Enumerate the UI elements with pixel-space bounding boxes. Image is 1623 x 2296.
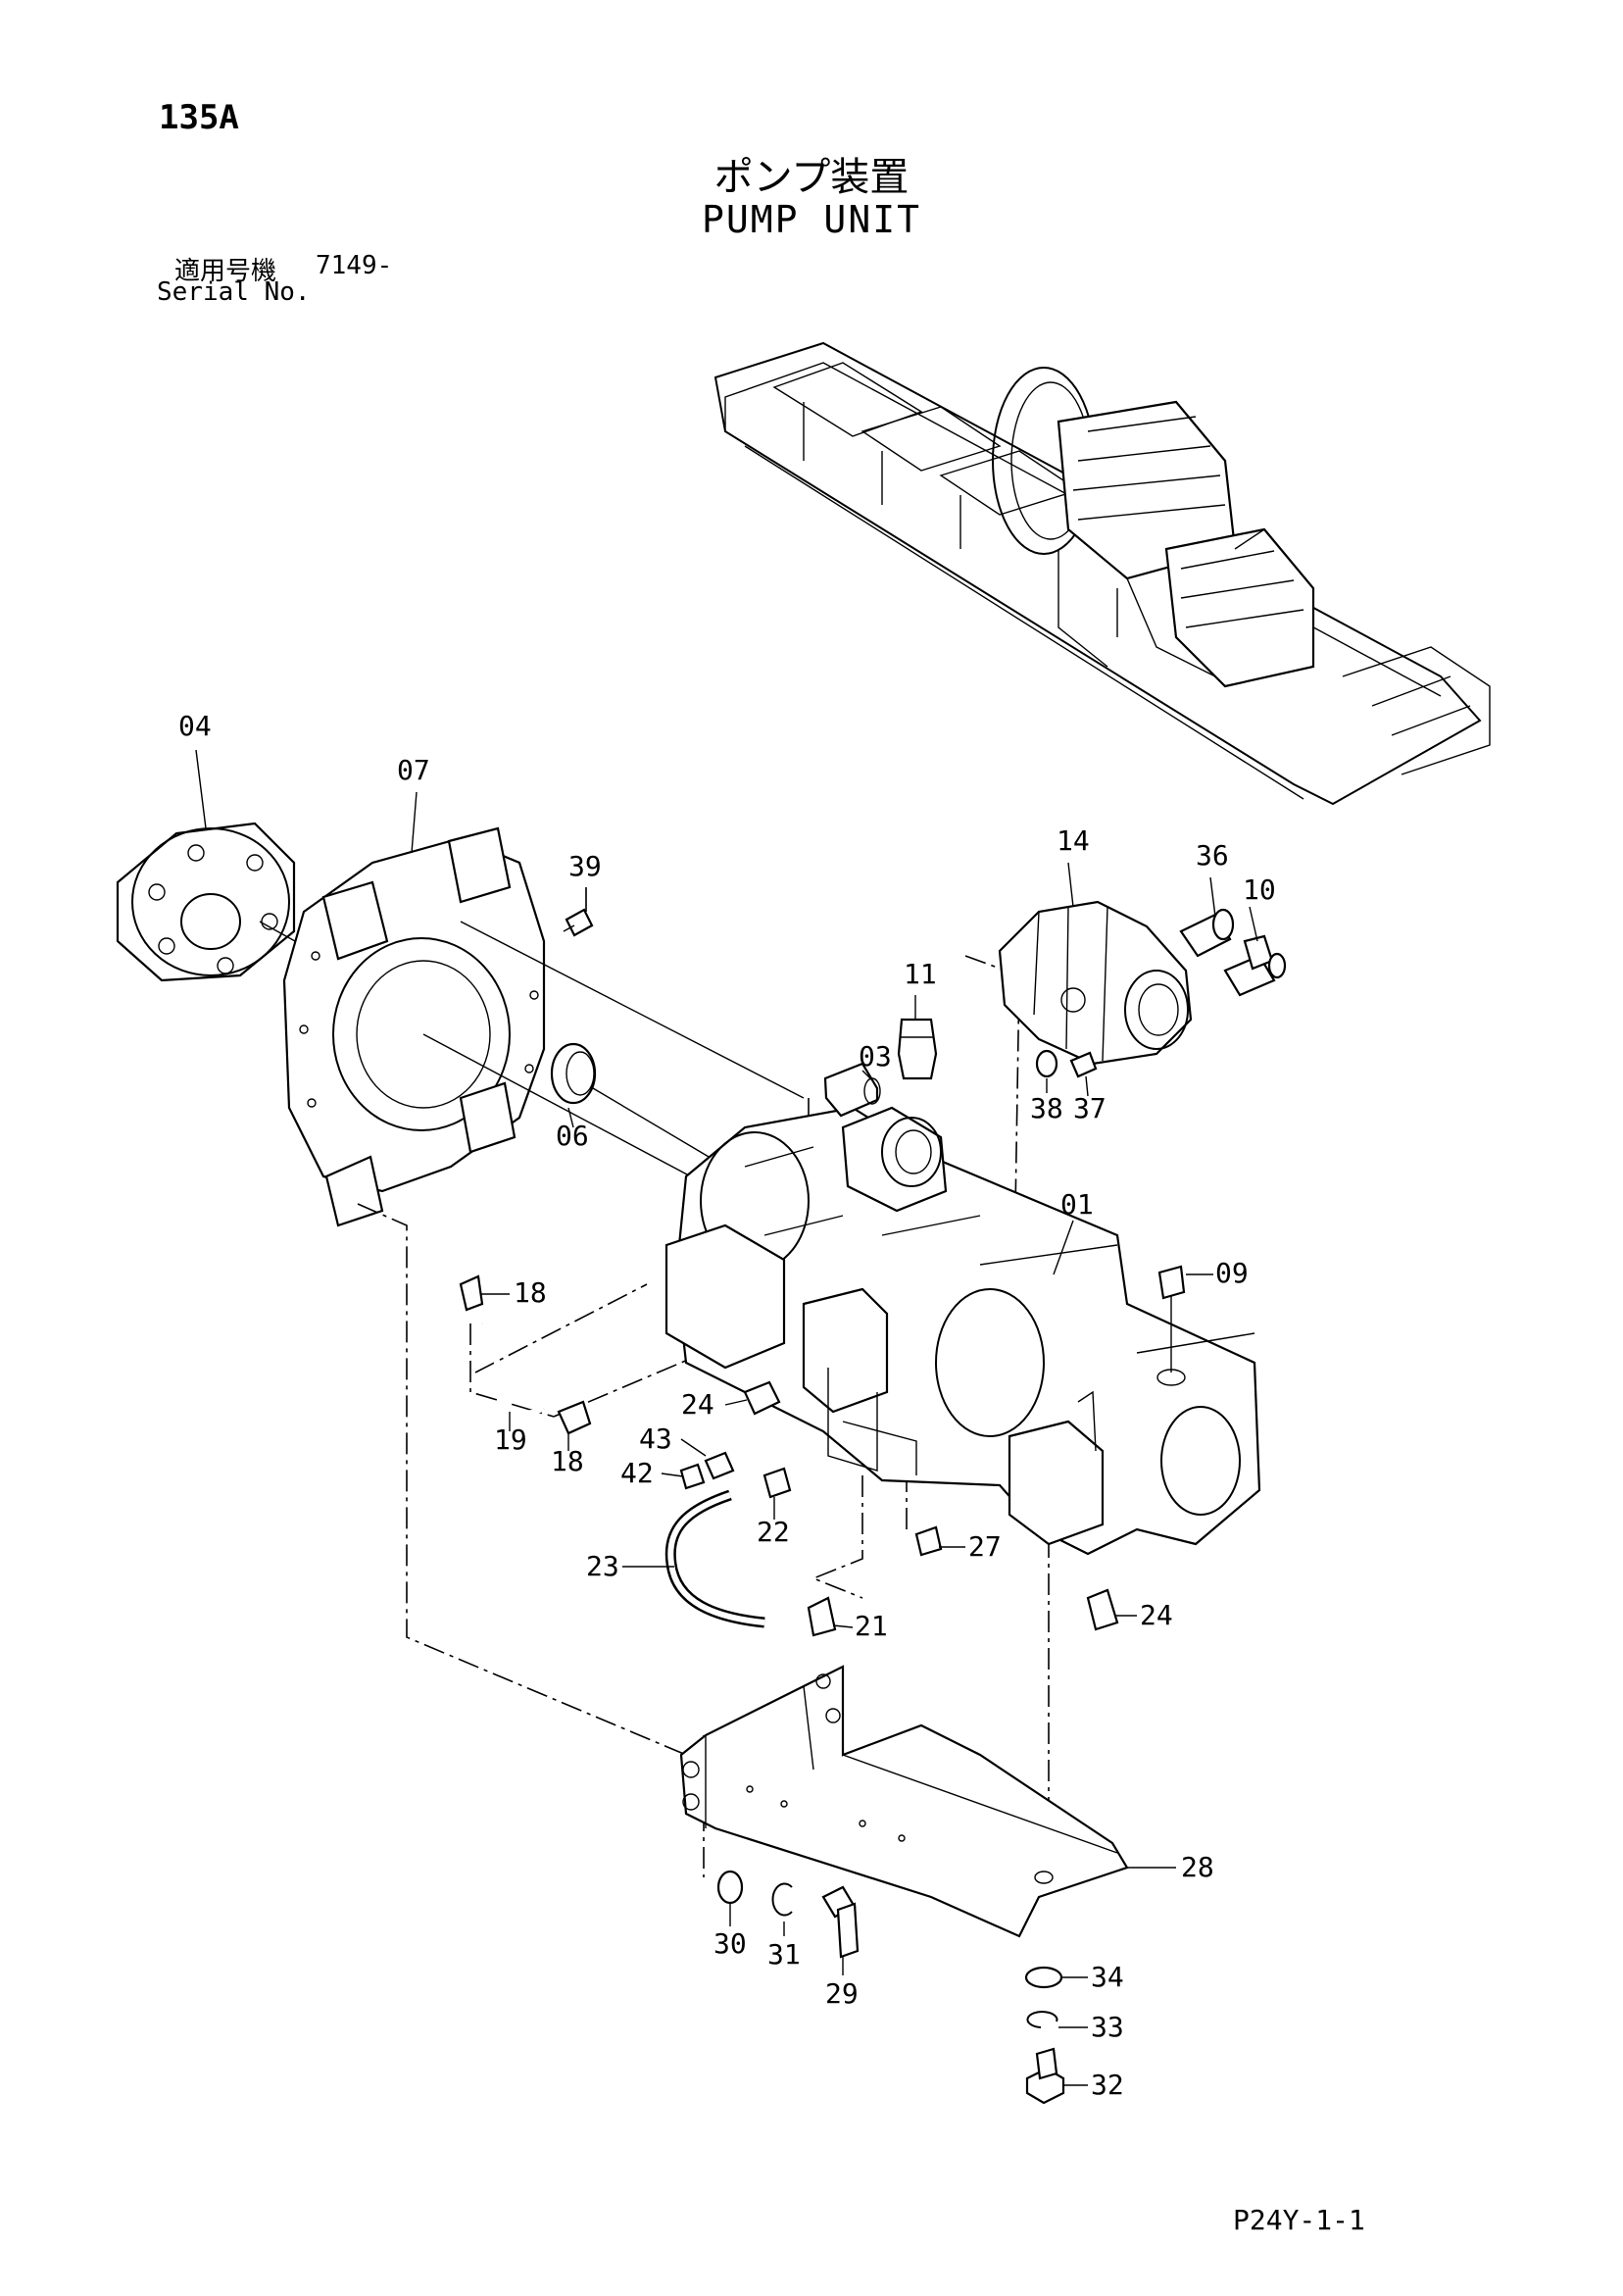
part-18-fitting-lower — [557, 1400, 592, 1435]
part-27-fitting — [914, 1525, 943, 1557]
part-01-main-pump — [664, 1106, 1261, 1556]
part-36-fitting — [1179, 908, 1235, 958]
serial-label-english: Serial No. — [157, 277, 311, 307]
part-label-31: 31 — [767, 1938, 801, 1971]
machine-frame-overview — [713, 341, 1491, 806]
part-23-hose — [664, 1489, 765, 1628]
part-labels: 04 07 39 14 36 10 11 03 38 37 06 01 09 1… — [178, 710, 1276, 2101]
part-label-43: 43 — [639, 1423, 672, 1455]
part-39-bolt — [563, 887, 594, 937]
sheet-reference: P24Y-1-1 — [1233, 2204, 1365, 2236]
page-title-english: PUMP UNIT — [702, 198, 921, 241]
part-label-32: 32 — [1091, 2069, 1124, 2101]
part-label-28: 28 — [1181, 1851, 1214, 1883]
part-38-washer — [1035, 1049, 1058, 1078]
part-10-elbow-fitting — [1223, 934, 1287, 997]
leader-lines — [195, 749, 1258, 2086]
part-24-elbow-upper — [743, 1380, 781, 1416]
part-label-23: 23 — [586, 1550, 619, 1582]
part-label-19: 19 — [494, 1423, 527, 1456]
part-label-24-upper: 24 — [681, 1388, 714, 1421]
part-label-01: 01 — [1060, 1188, 1094, 1221]
part-label-22: 22 — [757, 1516, 790, 1548]
part-label-03: 03 — [859, 1040, 892, 1073]
part-label-36: 36 — [1196, 839, 1229, 872]
serial-label-japanese: 適用号機 — [174, 257, 277, 286]
part-07-pump-housing — [282, 826, 546, 1227]
part-32-bolt — [1025, 2047, 1065, 2105]
part-label-39: 39 — [568, 850, 602, 882]
part-29-bolt — [821, 1885, 860, 1959]
part-34-washer — [1024, 1966, 1063, 1989]
part-28-bracket — [679, 1665, 1129, 1938]
part-22-fitting — [762, 1467, 792, 1499]
page-code: 135A — [159, 98, 239, 137]
part-label-06: 06 — [556, 1120, 589, 1152]
part-label-38: 38 — [1030, 1092, 1063, 1124]
part-42-fitting — [679, 1463, 706, 1490]
part-03-fitting — [823, 1062, 881, 1118]
part-label-07: 07 — [397, 754, 430, 786]
part-21-fitting — [807, 1596, 837, 1637]
part-label-18-lower: 18 — [551, 1445, 584, 1477]
part-label-11: 11 — [904, 958, 937, 990]
part-06-seal-ring — [550, 1042, 597, 1105]
part-14-gear-pump — [998, 900, 1193, 1066]
part-label-09: 09 — [1215, 1257, 1249, 1289]
part-label-30: 30 — [713, 1927, 747, 1960]
part-label-21: 21 — [855, 1610, 888, 1642]
serial-number-value: 7149- — [316, 251, 393, 280]
part-label-24-lower: 24 — [1140, 1599, 1173, 1631]
part-label-42: 42 — [620, 1457, 654, 1489]
part-37-bolt — [1069, 1051, 1098, 1078]
page-title-japanese: ポンプ装置 — [713, 155, 910, 200]
part-label-37: 37 — [1073, 1092, 1107, 1124]
part-label-34: 34 — [1091, 1961, 1124, 1993]
part-label-27: 27 — [968, 1530, 1002, 1563]
part-04-coupling — [116, 822, 296, 982]
part-label-04: 04 — [178, 710, 212, 742]
part-18-fitting-upper — [459, 1274, 484, 1312]
part-33-spring-washer — [1026, 2011, 1058, 2028]
part-24-elbow-lower — [1086, 1588, 1119, 1631]
part-label-33: 33 — [1091, 2011, 1124, 2043]
part-43-fitting — [704, 1451, 735, 1480]
part-09-plug — [1157, 1265, 1186, 1373]
part-label-14: 14 — [1057, 824, 1090, 857]
part-label-29: 29 — [825, 1977, 859, 2010]
part-19-hose — [479, 1322, 545, 1416]
part-11-adapter — [897, 1018, 938, 1080]
part-31-spring-washer — [771, 1882, 793, 1917]
part-label-18-upper: 18 — [514, 1276, 547, 1309]
part-30-washer — [716, 1870, 744, 1905]
part-label-10: 10 — [1243, 873, 1276, 906]
